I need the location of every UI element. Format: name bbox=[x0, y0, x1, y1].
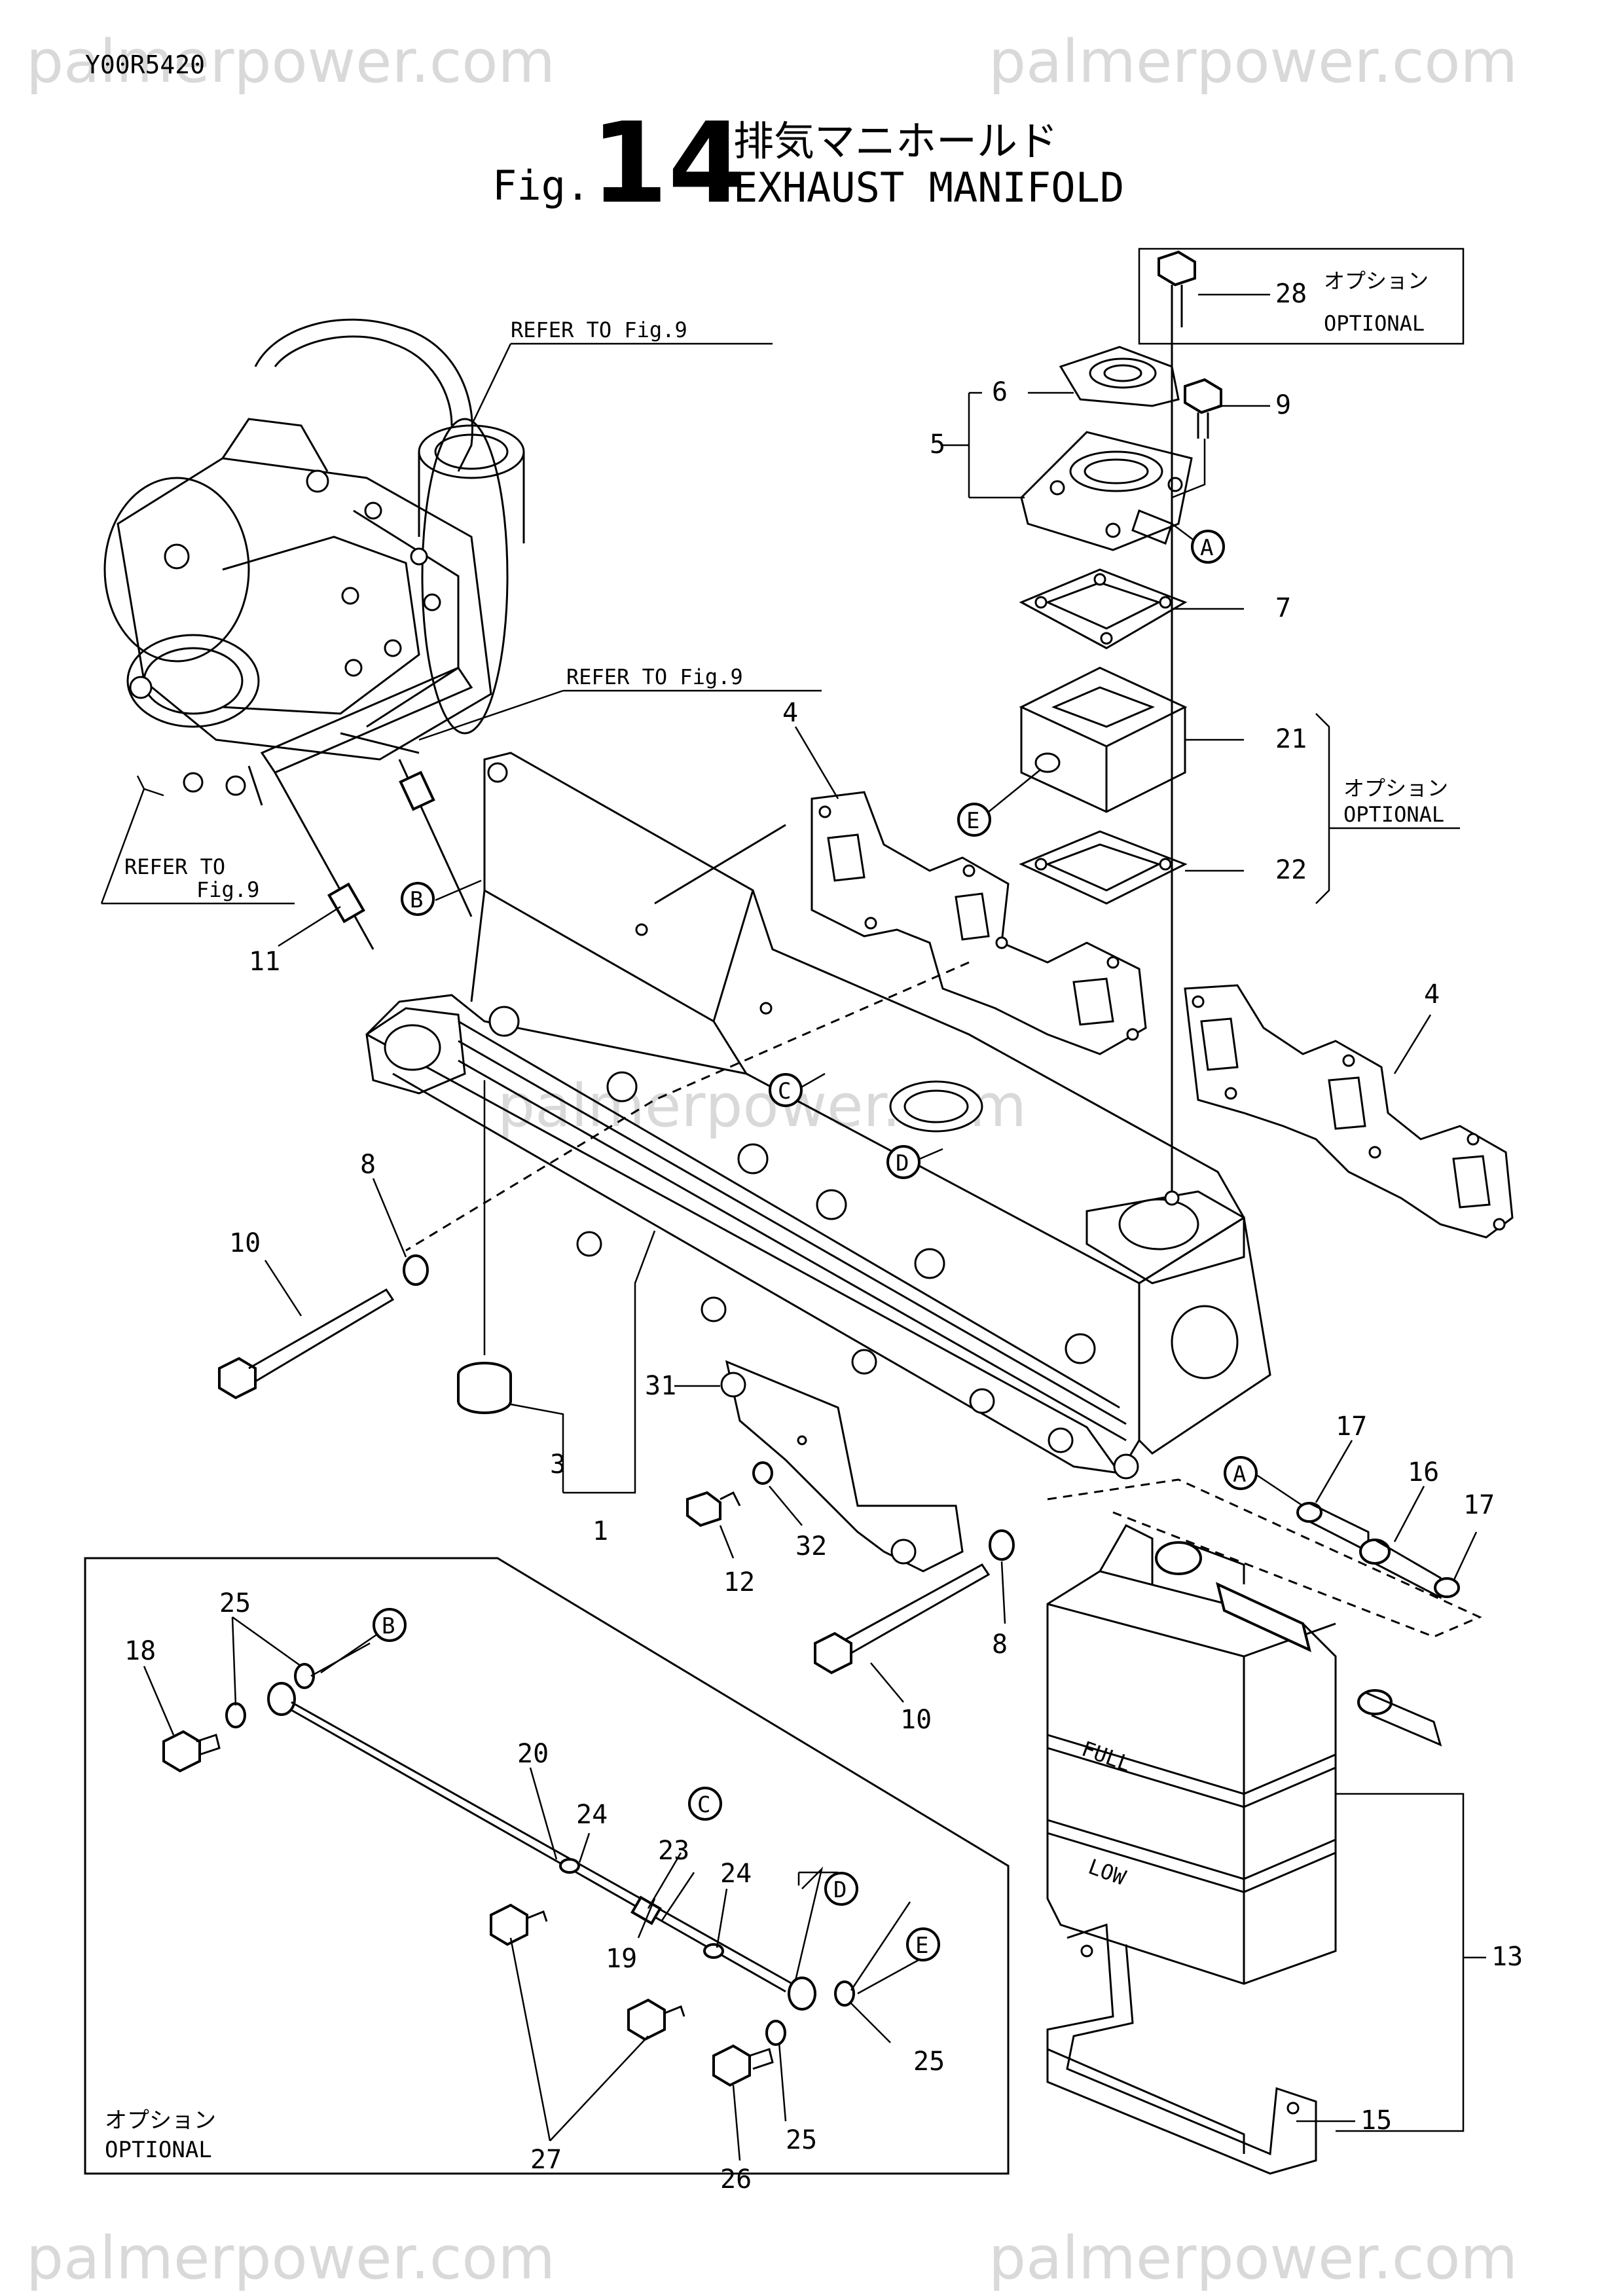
part-number-3: 3 bbox=[550, 1449, 566, 1480]
fig-number: 14 bbox=[591, 99, 746, 228]
watermark-top-right: palmerpower.com bbox=[989, 27, 1518, 96]
part-number-8-right: 8 bbox=[992, 1630, 1008, 1660]
part-number-11: 11 bbox=[249, 947, 280, 977]
part-number-25-bottom: 25 bbox=[786, 2125, 817, 2155]
part-number-1: 1 bbox=[593, 1516, 608, 1546]
callout-d-kit: D bbox=[833, 1877, 847, 1903]
part-number-28: 28 bbox=[1275, 279, 1307, 309]
part-number-10-left: 10 bbox=[229, 1228, 261, 1258]
tank-low-label: LOW bbox=[1085, 1854, 1129, 1891]
optional-label-28-en: OPTIONAL bbox=[1324, 311, 1425, 336]
part-number-6: 6 bbox=[992, 377, 1008, 407]
bracket-15-drawing bbox=[1046, 1923, 1317, 2175]
part-number-17-top: 17 bbox=[1336, 1412, 1367, 1442]
optional-kit-label-jp: オプション bbox=[105, 2107, 216, 2134]
optional-kit-box bbox=[84, 1557, 1010, 2175]
tank-full-label: FULL bbox=[1078, 1736, 1134, 1777]
callout-e-kit: E bbox=[915, 1933, 928, 1959]
part-number-32: 32 bbox=[795, 1531, 827, 1561]
bolt-10-left-drawing bbox=[218, 1288, 395, 1400]
refer-fig9-top: REFER TO Fig.9 bbox=[511, 318, 687, 342]
optional-label-21-jp: オプション bbox=[1343, 776, 1448, 801]
part-number-26: 26 bbox=[720, 2164, 752, 2195]
part-number-25-top: 25 bbox=[219, 1588, 251, 1618]
part-number-7: 7 bbox=[1275, 593, 1291, 623]
reserve-tank-drawing: FULL LOW bbox=[1046, 1524, 1337, 1985]
refer-fig9-left-line2: Fig.9 bbox=[196, 877, 259, 902]
title-en: EXHAUST MANIFOLD bbox=[733, 164, 1124, 211]
cap-assembly-drawing bbox=[1020, 346, 1193, 551]
dashed-alignment-line bbox=[405, 961, 970, 1252]
manifold-drawing bbox=[365, 752, 1271, 1480]
washer-8-right-drawing bbox=[989, 1529, 1015, 1561]
part-number-25-right: 25 bbox=[913, 2047, 945, 2077]
callout-a-bottom: A bbox=[1233, 1461, 1246, 1487]
part-number-27: 27 bbox=[530, 2145, 562, 2175]
bolt-9-drawing bbox=[1184, 378, 1222, 439]
callout-a-top: A bbox=[1200, 535, 1213, 561]
optional-label-28-jp: オプション bbox=[1324, 268, 1429, 293]
title-jp: 排気マニホールド bbox=[733, 117, 1058, 165]
fig-prefix: Fig. bbox=[492, 162, 590, 210]
bolt-10-right-drawing bbox=[814, 1563, 991, 1675]
adapter-21-drawing bbox=[1019, 666, 1188, 813]
gasket-22-drawing bbox=[1019, 830, 1188, 905]
gasket-7-drawing bbox=[1019, 568, 1188, 649]
watermark-bottom-left: palmerpower.com bbox=[26, 2224, 555, 2293]
part-number-4-right: 4 bbox=[1424, 979, 1440, 1010]
watermark-top-left: palmerpower.com bbox=[26, 27, 555, 96]
callout-circles: A E B C D A B C D E bbox=[373, 530, 1258, 1961]
part-number-10-right: 10 bbox=[900, 1705, 932, 1735]
callout-c-kit: C bbox=[697, 1792, 710, 1818]
stay-31-drawing bbox=[720, 1360, 964, 1573]
part-number-24-mid: 24 bbox=[720, 1859, 752, 1889]
part-number-5: 5 bbox=[930, 429, 945, 460]
part-number-19: 19 bbox=[606, 1944, 637, 1974]
part-number-16: 16 bbox=[1408, 1457, 1439, 1487]
doc-code: Y00R5420 bbox=[85, 50, 205, 79]
part-number-15: 15 bbox=[1360, 2105, 1392, 2136]
hose-drawings bbox=[1047, 1478, 1482, 1747]
turbocharger-drawing bbox=[103, 318, 525, 806]
washer-32-drawing bbox=[752, 1461, 773, 1485]
callout-b-kit: B bbox=[382, 1613, 395, 1639]
optional-label-21-en: OPTIONAL bbox=[1343, 802, 1444, 827]
part-number-13: 13 bbox=[1491, 1942, 1523, 1972]
pointer-line bbox=[654, 824, 786, 905]
watermark-bottom-right: palmerpower.com bbox=[989, 2224, 1518, 2293]
callout-e-top: E bbox=[966, 808, 979, 834]
gasket-4-right-drawing bbox=[1184, 984, 1514, 1239]
part-number-24-top: 24 bbox=[576, 1800, 608, 1830]
part-number-18: 18 bbox=[124, 1636, 156, 1666]
leader-lines bbox=[100, 247, 1486, 2161]
refer-fig9-left-line1: REFER TO bbox=[124, 854, 225, 879]
part-number-12: 12 bbox=[723, 1567, 755, 1597]
part-number-23: 23 bbox=[658, 1836, 689, 1866]
refer-fig9-mid: REFER TO Fig.9 bbox=[566, 665, 743, 689]
part-number-31: 31 bbox=[645, 1371, 676, 1401]
stud-drawings bbox=[274, 759, 473, 950]
callout-b-mid: B bbox=[410, 887, 423, 913]
bolt-28-drawing bbox=[1158, 250, 1196, 327]
part-number-17-right: 17 bbox=[1463, 1490, 1495, 1520]
part-number-8-left: 8 bbox=[360, 1150, 376, 1180]
part-number-9: 9 bbox=[1275, 390, 1291, 420]
part-number-20: 20 bbox=[517, 1739, 549, 1769]
washer-8-left-drawing bbox=[403, 1254, 429, 1286]
gasket-4-left-drawing bbox=[811, 791, 1147, 1055]
optional-kit-drawings bbox=[162, 1663, 855, 2087]
callout-c-mid: C bbox=[778, 1078, 791, 1104]
bolt-12-drawing bbox=[686, 1491, 741, 1527]
optional-kit-label-en: OPTIONAL bbox=[105, 2137, 212, 2163]
callout-d-mid: D bbox=[896, 1150, 909, 1176]
part-number-21: 21 bbox=[1275, 724, 1307, 754]
part-number-4-left: 4 bbox=[782, 698, 798, 728]
part-number-22: 22 bbox=[1275, 855, 1307, 885]
